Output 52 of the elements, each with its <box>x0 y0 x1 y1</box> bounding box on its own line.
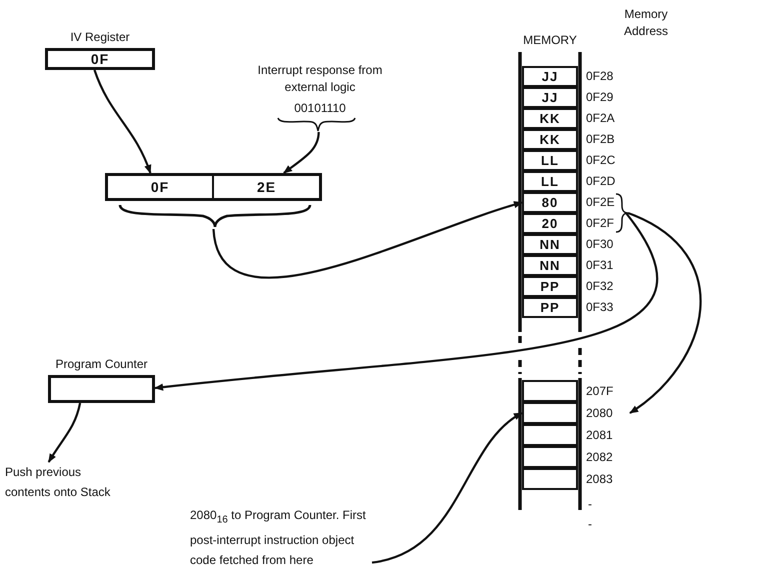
dash-mark: - <box>588 496 593 513</box>
memory-cell: KK <box>522 108 578 129</box>
address-label: 0F2A <box>586 110 615 127</box>
arrow <box>154 212 658 391</box>
register-box: 0F <box>45 48 155 70</box>
note-text: 2080$_{16}$ to Program Counter. First post-interrupt instruction object code fetched from here <box>190 505 372 570</box>
arrow <box>93 70 152 174</box>
memory-cell: JJ <box>522 87 578 108</box>
address-label: 0F29 <box>586 89 614 106</box>
memory-cell: PP <box>522 276 578 297</box>
memory-cell: KK <box>522 129 578 150</box>
memory-cell: LL <box>522 150 578 171</box>
memory-title: MEMORY <box>522 32 578 49</box>
memory-cell: JJ <box>522 66 578 87</box>
address-label: 0F2E <box>586 194 615 211</box>
memory-cell <box>522 446 578 468</box>
memory-cell: LL <box>522 171 578 192</box>
memory-cell <box>522 424 578 446</box>
address-label: 0F28 <box>586 68 614 85</box>
register-cell: 0F <box>105 173 213 201</box>
register-label: IV Register <box>69 29 131 46</box>
binary-value: 00101110 <box>293 100 347 117</box>
address-label: 2080 <box>586 405 613 422</box>
address-label: 0F31 <box>586 257 614 274</box>
memory-cell: 80 <box>522 192 578 213</box>
memory-cell: NN <box>522 255 578 276</box>
address-label: 0F2F <box>586 215 614 232</box>
arrow <box>48 402 82 463</box>
register-cell: 2E <box>213 173 322 201</box>
memory-cell <box>522 402 578 424</box>
note-text: Push previous contents onto Stack <box>5 462 120 502</box>
dash-mark: - <box>588 516 593 533</box>
memory-cell: 20 <box>522 213 578 234</box>
register-label: Program Counter <box>54 356 149 373</box>
address-label: 0F2C <box>586 152 616 169</box>
address-label: 2081 <box>586 427 613 444</box>
address-label: 0F33 <box>586 299 614 316</box>
note-text: Interrupt response from external logic <box>256 62 384 96</box>
memory-cell <box>522 468 578 490</box>
address-label: 0F30 <box>586 236 614 253</box>
arrow <box>283 132 320 174</box>
address-label: 2082 <box>586 449 613 466</box>
address-label: 0F2B <box>586 131 615 148</box>
address-label: 207F <box>586 383 614 400</box>
arrow <box>628 212 702 414</box>
address-label: 0F2D <box>586 173 616 190</box>
memory-cell: NN <box>522 234 578 255</box>
memory-cell <box>522 380 578 402</box>
address-label: 2083 <box>586 471 613 488</box>
column-heading: Memory Address <box>622 6 670 40</box>
memory-cell: PP <box>522 297 578 318</box>
address-label: 0F32 <box>586 278 614 295</box>
